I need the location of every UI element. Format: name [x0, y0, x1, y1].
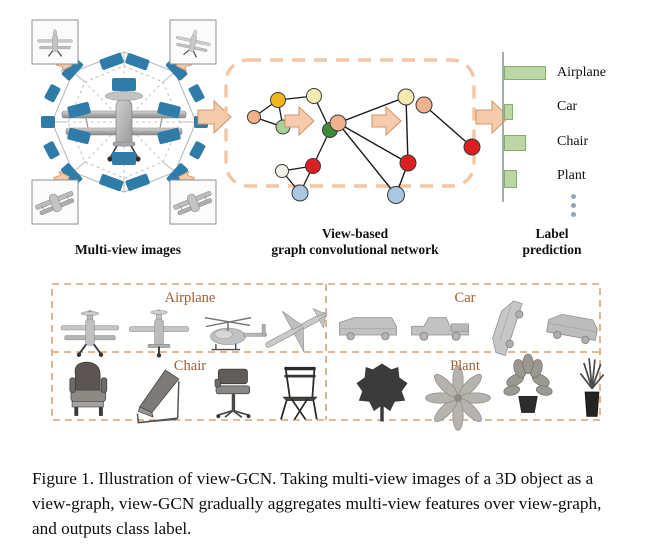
view-thumbnail-top-right: [169, 19, 217, 65]
thumb-sedan-top-view: [492, 300, 524, 356]
thumb-helicopter: [204, 317, 267, 351]
graph-edges-2: [337, 96, 409, 196]
view-thumbnail-bottom-right: [169, 179, 217, 225]
dataset-cell-plant: [356, 353, 605, 431]
gcn-dashed-container: [224, 58, 476, 188]
view-graph-level-3: [415, 96, 481, 156]
view-thumbnail-bottom-left: [31, 179, 79, 225]
view-graph-level-1: [247, 88, 338, 202]
thumb-potted-plant: [503, 353, 553, 413]
grid-title-airplane: Airplane: [164, 290, 216, 306]
thumb-jet-plane: [265, 307, 327, 353]
bar-label-airplane: Airplane: [557, 65, 606, 80]
thumb-propeller-plane: [129, 309, 189, 358]
bar-chair: [504, 135, 526, 151]
thumb-suv: [546, 314, 598, 345]
multi-view-sphere: [31, 19, 217, 225]
graph-edges-1: [253, 95, 331, 194]
bar-label-chair: Chair: [557, 134, 589, 149]
grid-title-plant: Plant: [450, 358, 480, 374]
figure-graphics: [31, 19, 605, 431]
thumb-tall-plant: [579, 358, 605, 417]
stage-label-prediction: Label prediction: [522, 226, 582, 257]
sphere-inner-ring: [67, 65, 181, 179]
dataset-cell-chair: [69, 361, 318, 424]
dataset-cell-airplane: [61, 307, 327, 358]
flow-arrow-2: [475, 99, 510, 135]
thumb-biplane: [61, 309, 119, 357]
gcn-inner-arrow-1: [284, 105, 315, 137]
bar-car: [504, 104, 513, 120]
stage-label-multi-view: Multi-view images: [74, 242, 182, 257]
graph-nodes-1: [247, 88, 338, 202]
thumb-lounge-chair: [136, 369, 180, 424]
view-graph-level-2: [329, 88, 417, 204]
thumb-flower: [425, 365, 491, 431]
grid-title-car: Car: [454, 290, 476, 306]
thumb-van: [339, 317, 397, 341]
dataset-grid-frame: [51, 283, 601, 421]
bar-label-plant: Plant: [557, 168, 586, 183]
dataset-cell-car: [339, 300, 598, 356]
thumb-pickup-truck: [411, 317, 469, 341]
bar-airplane: [504, 66, 546, 80]
graph-nodes-3: [415, 96, 481, 156]
bar-plant: [504, 170, 517, 188]
bar-label-car: Car: [557, 99, 578, 114]
figure-caption: Figure 1. Illustration of view-GCN. Taki…: [32, 469, 602, 538]
view-thumbnail-top-left: [31, 19, 79, 65]
thumb-folding-chair: [280, 366, 318, 420]
stage-label-gcn: View-based graph convolutional network: [271, 226, 439, 257]
flow-arrow-1: [197, 99, 232, 135]
thumb-armchair: [69, 361, 108, 416]
thumb-tree: [356, 363, 408, 422]
graph-nodes-2: [329, 88, 417, 204]
gcn-inner-arrow-2: [371, 105, 402, 137]
grid-title-chair: Chair: [173, 358, 207, 374]
thumb-office-chair: [214, 368, 251, 419]
graph-edges-3: [423, 104, 473, 148]
